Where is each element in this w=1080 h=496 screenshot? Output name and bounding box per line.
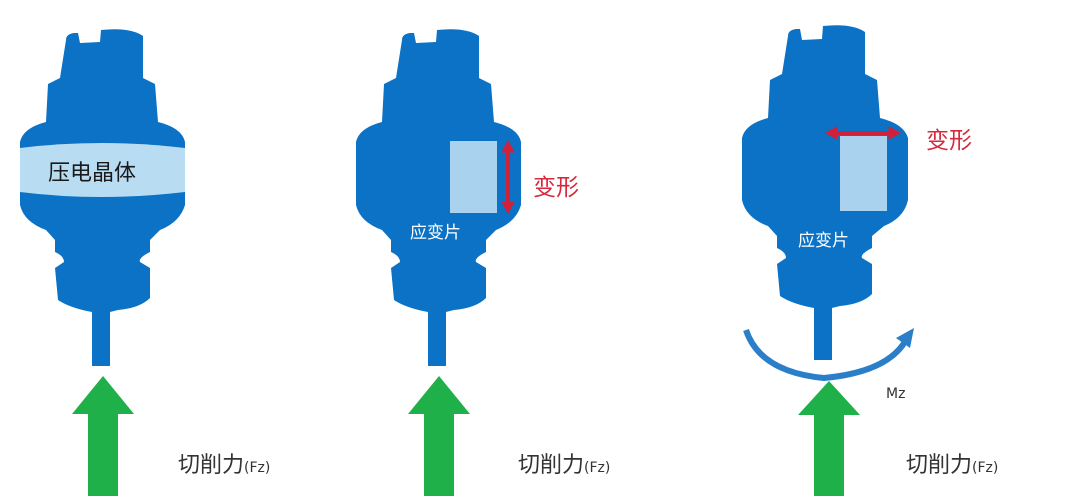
- force-label-sub: (Fz): [584, 460, 611, 476]
- gauge-label: 应变片: [410, 223, 461, 243]
- force-arrow-icon: [408, 376, 470, 496]
- strain-gauge: [840, 136, 887, 211]
- force-label: 切削力(Fz): [178, 447, 270, 479]
- force-label-sub: (Fz): [972, 460, 999, 476]
- panel-piezo: 压电晶体 切削力(Fz): [0, 0, 340, 496]
- force-arrow-icon: [72, 376, 134, 496]
- gauge-label: 应变片: [798, 231, 849, 251]
- force-label-main: 切削力: [178, 453, 245, 478]
- deform-label: 变形: [926, 128, 972, 154]
- sensor-body-piezo: [20, 29, 185, 366]
- strain-gauge: [450, 141, 497, 213]
- force-label-main: 切削力: [906, 453, 973, 478]
- crystal-label: 压电晶体: [48, 161, 137, 186]
- force-label-sub: (Fz): [244, 460, 271, 476]
- force-label: 切削力(Fz): [906, 447, 998, 479]
- moment-arrow-icon: [743, 328, 914, 382]
- force-arrow-icon: [798, 381, 860, 496]
- force-label-main: 切削力: [518, 453, 585, 478]
- deform-horizontal-arrow-icon: [824, 126, 902, 140]
- moment-label: Mz: [886, 386, 906, 402]
- deform-vertical-arrow-icon: [501, 139, 515, 215]
- force-label: 切削力(Fz): [518, 447, 610, 479]
- panel-strain-vertical: 应变片 变形 切削力(Fz): [340, 0, 700, 496]
- deform-label: 变形: [533, 175, 579, 201]
- panel-strain-horizontal: 应变片 变形 Mz 切削力(Fz): [720, 0, 1080, 496]
- sensor-body-strain-horizontal: [742, 25, 914, 496]
- sensor-body-strain-vertical: [356, 29, 521, 496]
- crystal-band: [20, 143, 185, 197]
